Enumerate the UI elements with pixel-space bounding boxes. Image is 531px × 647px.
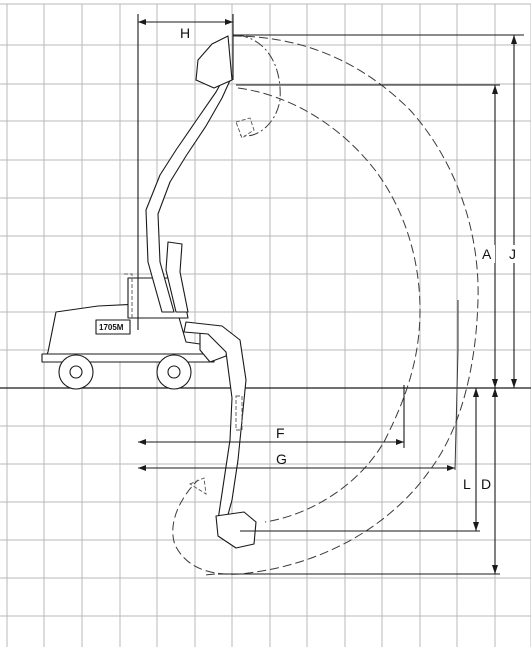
label-l: L xyxy=(463,476,471,492)
dimension-h: H xyxy=(137,14,234,330)
dimension-a: A xyxy=(236,84,500,388)
reach-envelope xyxy=(172,34,479,576)
model-badge: 1705M xyxy=(99,323,124,332)
label-h: H xyxy=(180,25,190,41)
label-d: D xyxy=(481,476,491,492)
dimension-g: G xyxy=(138,451,455,471)
boom-raised-position xyxy=(145,35,255,313)
label-a: A xyxy=(482,246,492,262)
label-g: G xyxy=(276,451,287,467)
dimension-j: J xyxy=(233,34,524,388)
boom-lowered-position xyxy=(183,321,257,549)
dimension-l: L xyxy=(240,388,480,532)
dimension-f: F xyxy=(138,385,405,448)
label-f: F xyxy=(276,425,285,441)
label-j: J xyxy=(509,246,516,262)
dimension-d: D xyxy=(218,388,500,575)
